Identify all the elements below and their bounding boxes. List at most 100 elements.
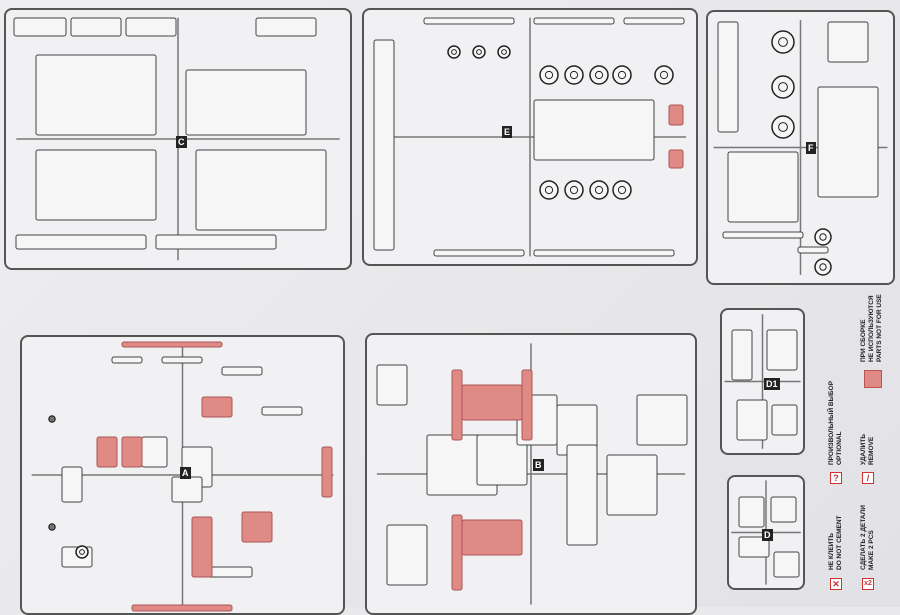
wheel-part <box>612 180 632 200</box>
part <box>476 434 528 486</box>
part <box>771 404 798 436</box>
part <box>376 364 408 406</box>
part <box>533 249 675 257</box>
unused-part <box>131 604 233 612</box>
unused-part <box>121 341 223 348</box>
unused-part <box>451 514 463 591</box>
part <box>797 246 829 254</box>
sprue-a: A <box>20 335 345 615</box>
unused-part <box>241 511 273 543</box>
part <box>766 329 798 371</box>
part <box>386 524 428 586</box>
unused-part <box>201 396 233 418</box>
wheel-part <box>539 180 559 200</box>
unused-part <box>461 384 523 421</box>
part <box>221 366 263 376</box>
part <box>70 17 122 37</box>
wheel-hub <box>451 49 457 55</box>
optional-icon: ? <box>830 472 842 484</box>
part <box>817 86 879 198</box>
wheel-part <box>814 228 832 246</box>
wheel-part <box>589 180 609 200</box>
sprue-d1-parts <box>724 314 801 449</box>
wheel-hub <box>659 70 669 80</box>
part <box>533 17 615 25</box>
wheel-hub <box>544 70 554 80</box>
wheel-part <box>654 65 674 85</box>
wheel-hub <box>819 263 827 271</box>
part <box>827 21 869 63</box>
legend-en: OPTIONAL <box>836 431 843 465</box>
sprue-b: B <box>365 333 697 615</box>
part <box>35 54 157 136</box>
wheel-part <box>539 65 559 85</box>
unused-part <box>121 436 143 468</box>
wheel-part <box>472 45 486 59</box>
wheel-hub <box>79 549 85 555</box>
sprue-f-parts <box>713 20 888 276</box>
sprue-c-label: C <box>176 136 187 148</box>
part <box>731 329 753 381</box>
sprue-e: E <box>362 8 698 266</box>
part <box>423 17 515 25</box>
part <box>125 17 177 37</box>
sprue-e-label: E <box>502 126 513 138</box>
legend-ru: ПРОИЗВОЛЬНЫЙ ВЫБОР <box>828 380 835 465</box>
sprue-f-label: F <box>806 142 816 154</box>
sprue-d1: D1 <box>720 308 805 455</box>
part <box>373 39 395 251</box>
wheel-part <box>564 65 584 85</box>
sprue-c: C <box>4 8 352 270</box>
unused-part <box>461 519 523 556</box>
wheel-hub <box>617 70 627 80</box>
unused-part <box>321 446 333 498</box>
sprue-e-parts <box>373 17 687 257</box>
part <box>773 551 800 578</box>
sprue-b-label: B <box>533 459 544 471</box>
sprue-a-label: A <box>180 467 191 479</box>
part <box>61 466 83 503</box>
wheel-part <box>564 180 584 200</box>
wheel-part <box>771 115 795 139</box>
wheel-hub <box>778 122 788 132</box>
wheel-part <box>497 45 511 59</box>
wheel-hub <box>50 417 54 421</box>
wheel-hub <box>594 70 604 80</box>
part <box>261 406 303 416</box>
part <box>606 454 658 516</box>
sprue-d-parts <box>731 480 801 585</box>
part <box>770 496 797 523</box>
part <box>533 99 655 161</box>
unused-part <box>668 104 684 126</box>
part <box>566 444 598 546</box>
wheel-hub <box>594 185 604 195</box>
sprue-d: D <box>727 475 805 590</box>
part <box>185 69 307 136</box>
not-for-use-swatch <box>864 370 882 388</box>
part <box>722 231 804 239</box>
legend-en: MAKE 2 PCS <box>868 530 875 570</box>
wheel-part <box>589 65 609 85</box>
part <box>195 149 327 231</box>
remove-knife-icon: / <box>862 472 874 484</box>
part <box>738 496 765 528</box>
unused-part <box>96 436 118 468</box>
do-not-cement-icon: ✕ <box>830 578 842 590</box>
wheel-part <box>771 75 795 99</box>
wheel-hub <box>569 70 579 80</box>
legend-ru: ПРИ СБОРКЕ <box>860 319 867 362</box>
sprue-b-parts <box>376 343 688 605</box>
wheel-hub <box>778 37 788 47</box>
part <box>155 234 277 250</box>
wheel-part <box>48 523 56 531</box>
part <box>35 149 157 221</box>
unused-part <box>191 516 213 578</box>
part <box>161 356 203 364</box>
wheel-hub <box>778 82 788 92</box>
part <box>15 234 147 250</box>
part <box>433 249 525 257</box>
